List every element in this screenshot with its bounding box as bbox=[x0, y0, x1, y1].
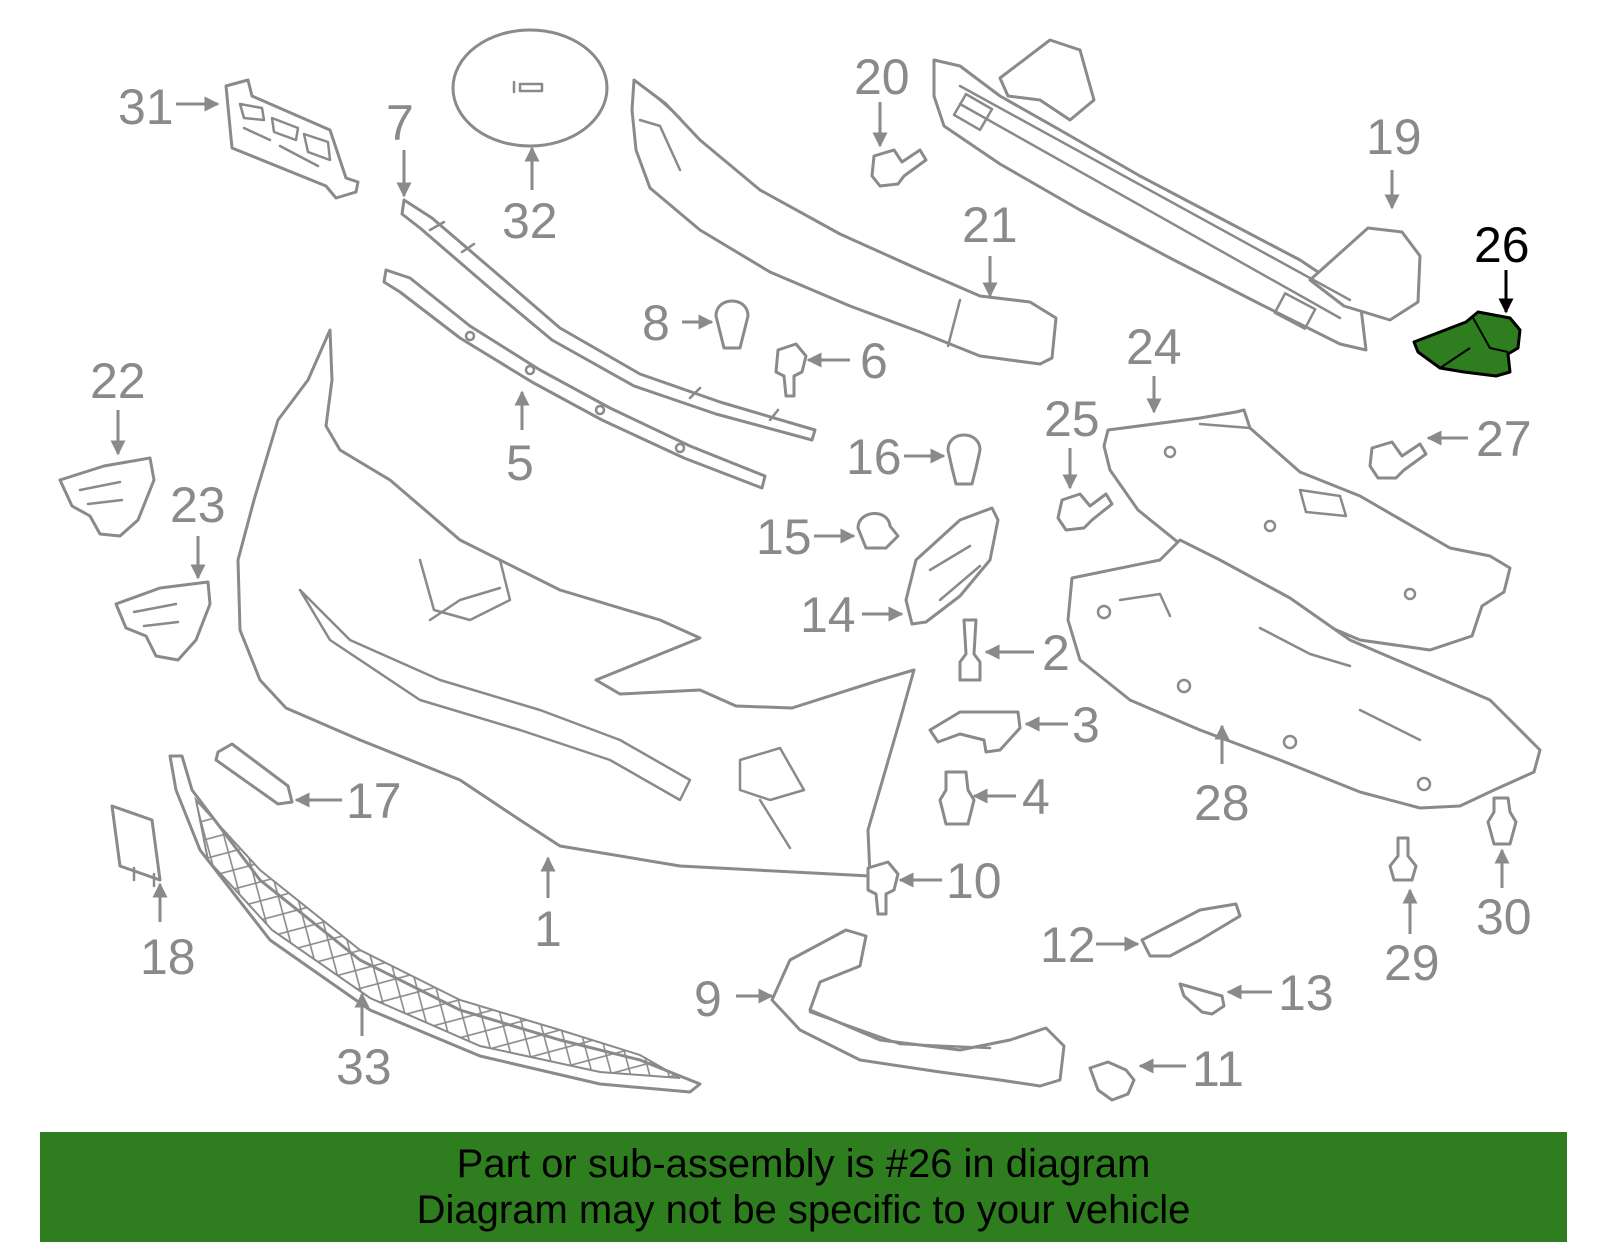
fastener-20 bbox=[870, 148, 928, 188]
fastener-25 bbox=[1056, 492, 1114, 532]
fastener-16 bbox=[946, 433, 982, 486]
callout-label-1: 1 bbox=[534, 901, 562, 957]
part-bracket-23 bbox=[114, 580, 212, 662]
part-18 bbox=[110, 804, 162, 888]
callout-label-26: 26 bbox=[1474, 217, 1530, 273]
callout-label-15: 15 bbox=[756, 509, 812, 565]
callout-label-16: 16 bbox=[846, 429, 902, 485]
callout-label-8: 8 bbox=[642, 295, 670, 351]
part-lower-grille-33 bbox=[168, 754, 702, 1094]
callout-label-30: 30 bbox=[1476, 889, 1532, 945]
fastener-29 bbox=[1388, 836, 1418, 882]
part-upper-molding-7 bbox=[400, 198, 817, 442]
callout-label-23: 23 bbox=[170, 477, 226, 533]
callout-label-7: 7 bbox=[386, 95, 414, 151]
part-bumper-cover-1 bbox=[236, 328, 916, 878]
part-lower-molding-5 bbox=[382, 268, 767, 490]
callout-label-25: 25 bbox=[1044, 391, 1100, 447]
part-3 bbox=[928, 710, 1022, 754]
fastener-10 bbox=[866, 860, 900, 916]
fastener-13 bbox=[1178, 982, 1226, 1016]
fastener-30 bbox=[1486, 796, 1518, 846]
callout-label-33: 33 bbox=[336, 1039, 392, 1095]
fastener-8 bbox=[714, 299, 750, 350]
part-26-highlighted bbox=[1412, 310, 1522, 378]
callout-label-17: 17 bbox=[346, 773, 402, 829]
caption-banner: Part or sub-assembly is #26 in diagram D… bbox=[40, 1132, 1567, 1242]
callout-label-9: 9 bbox=[694, 971, 722, 1027]
part-absorber-21 bbox=[630, 78, 1058, 366]
fastener-4 bbox=[938, 770, 976, 826]
callout-label-20: 20 bbox=[854, 49, 910, 105]
callout-label-6: 6 bbox=[860, 333, 888, 389]
part-bracket-22 bbox=[58, 456, 156, 538]
part-9 bbox=[770, 928, 1066, 1088]
part-reinforcement-19 bbox=[932, 38, 1422, 352]
callout-label-32: 32 bbox=[502, 193, 558, 249]
callout-label-18: 18 bbox=[140, 929, 196, 985]
part-under-cover-24 bbox=[1102, 408, 1512, 652]
parts-diagram: 31 32 7 20 19 26 21 8 6 5 24 27 25 22 23… bbox=[58, 28, 1542, 1102]
part-bracket-31 bbox=[224, 78, 360, 200]
callout-label-10: 10 bbox=[946, 853, 1002, 909]
fastener-27 bbox=[1368, 440, 1428, 480]
callout-labels: 31 32 7 20 19 26 21 8 6 5 24 27 25 22 23… bbox=[90, 49, 1532, 1097]
callout-label-12: 12 bbox=[1040, 917, 1096, 973]
callout-label-24: 24 bbox=[1126, 319, 1182, 375]
fastener-15 bbox=[856, 512, 900, 550]
callout-label-27: 27 bbox=[1476, 411, 1532, 467]
callout-label-5: 5 bbox=[506, 435, 534, 491]
callout-label-4: 4 bbox=[1022, 769, 1050, 825]
callout-label-14: 14 bbox=[800, 587, 856, 643]
callout-label-31: 31 bbox=[118, 79, 174, 135]
fastener-2 bbox=[958, 618, 982, 682]
caption-line-part-number: Part or sub-assembly is #26 in diagram bbox=[456, 1142, 1151, 1186]
part-emblem bbox=[451, 28, 609, 148]
callout-label-13: 13 bbox=[1278, 965, 1334, 1021]
callout-label-28: 28 bbox=[1194, 775, 1250, 831]
caption-line-disclaimer: Diagram may not be specific to your vehi… bbox=[416, 1188, 1191, 1232]
fastener-6 bbox=[774, 342, 808, 398]
callout-label-19: 19 bbox=[1366, 109, 1422, 165]
callout-label-21: 21 bbox=[962, 197, 1018, 253]
callout-label-2: 2 bbox=[1042, 625, 1070, 681]
callout-label-11: 11 bbox=[1192, 1041, 1244, 1097]
callout-arrows bbox=[110, 96, 1514, 1074]
callout-label-29: 29 bbox=[1384, 935, 1440, 991]
fastener-11 bbox=[1088, 1060, 1136, 1102]
part-14 bbox=[904, 506, 1000, 626]
callout-label-22: 22 bbox=[90, 353, 146, 409]
part-under-cover-28 bbox=[1066, 538, 1542, 810]
part-12 bbox=[1140, 902, 1242, 958]
part-17 bbox=[214, 742, 294, 806]
callout-label-3: 3 bbox=[1072, 697, 1100, 753]
